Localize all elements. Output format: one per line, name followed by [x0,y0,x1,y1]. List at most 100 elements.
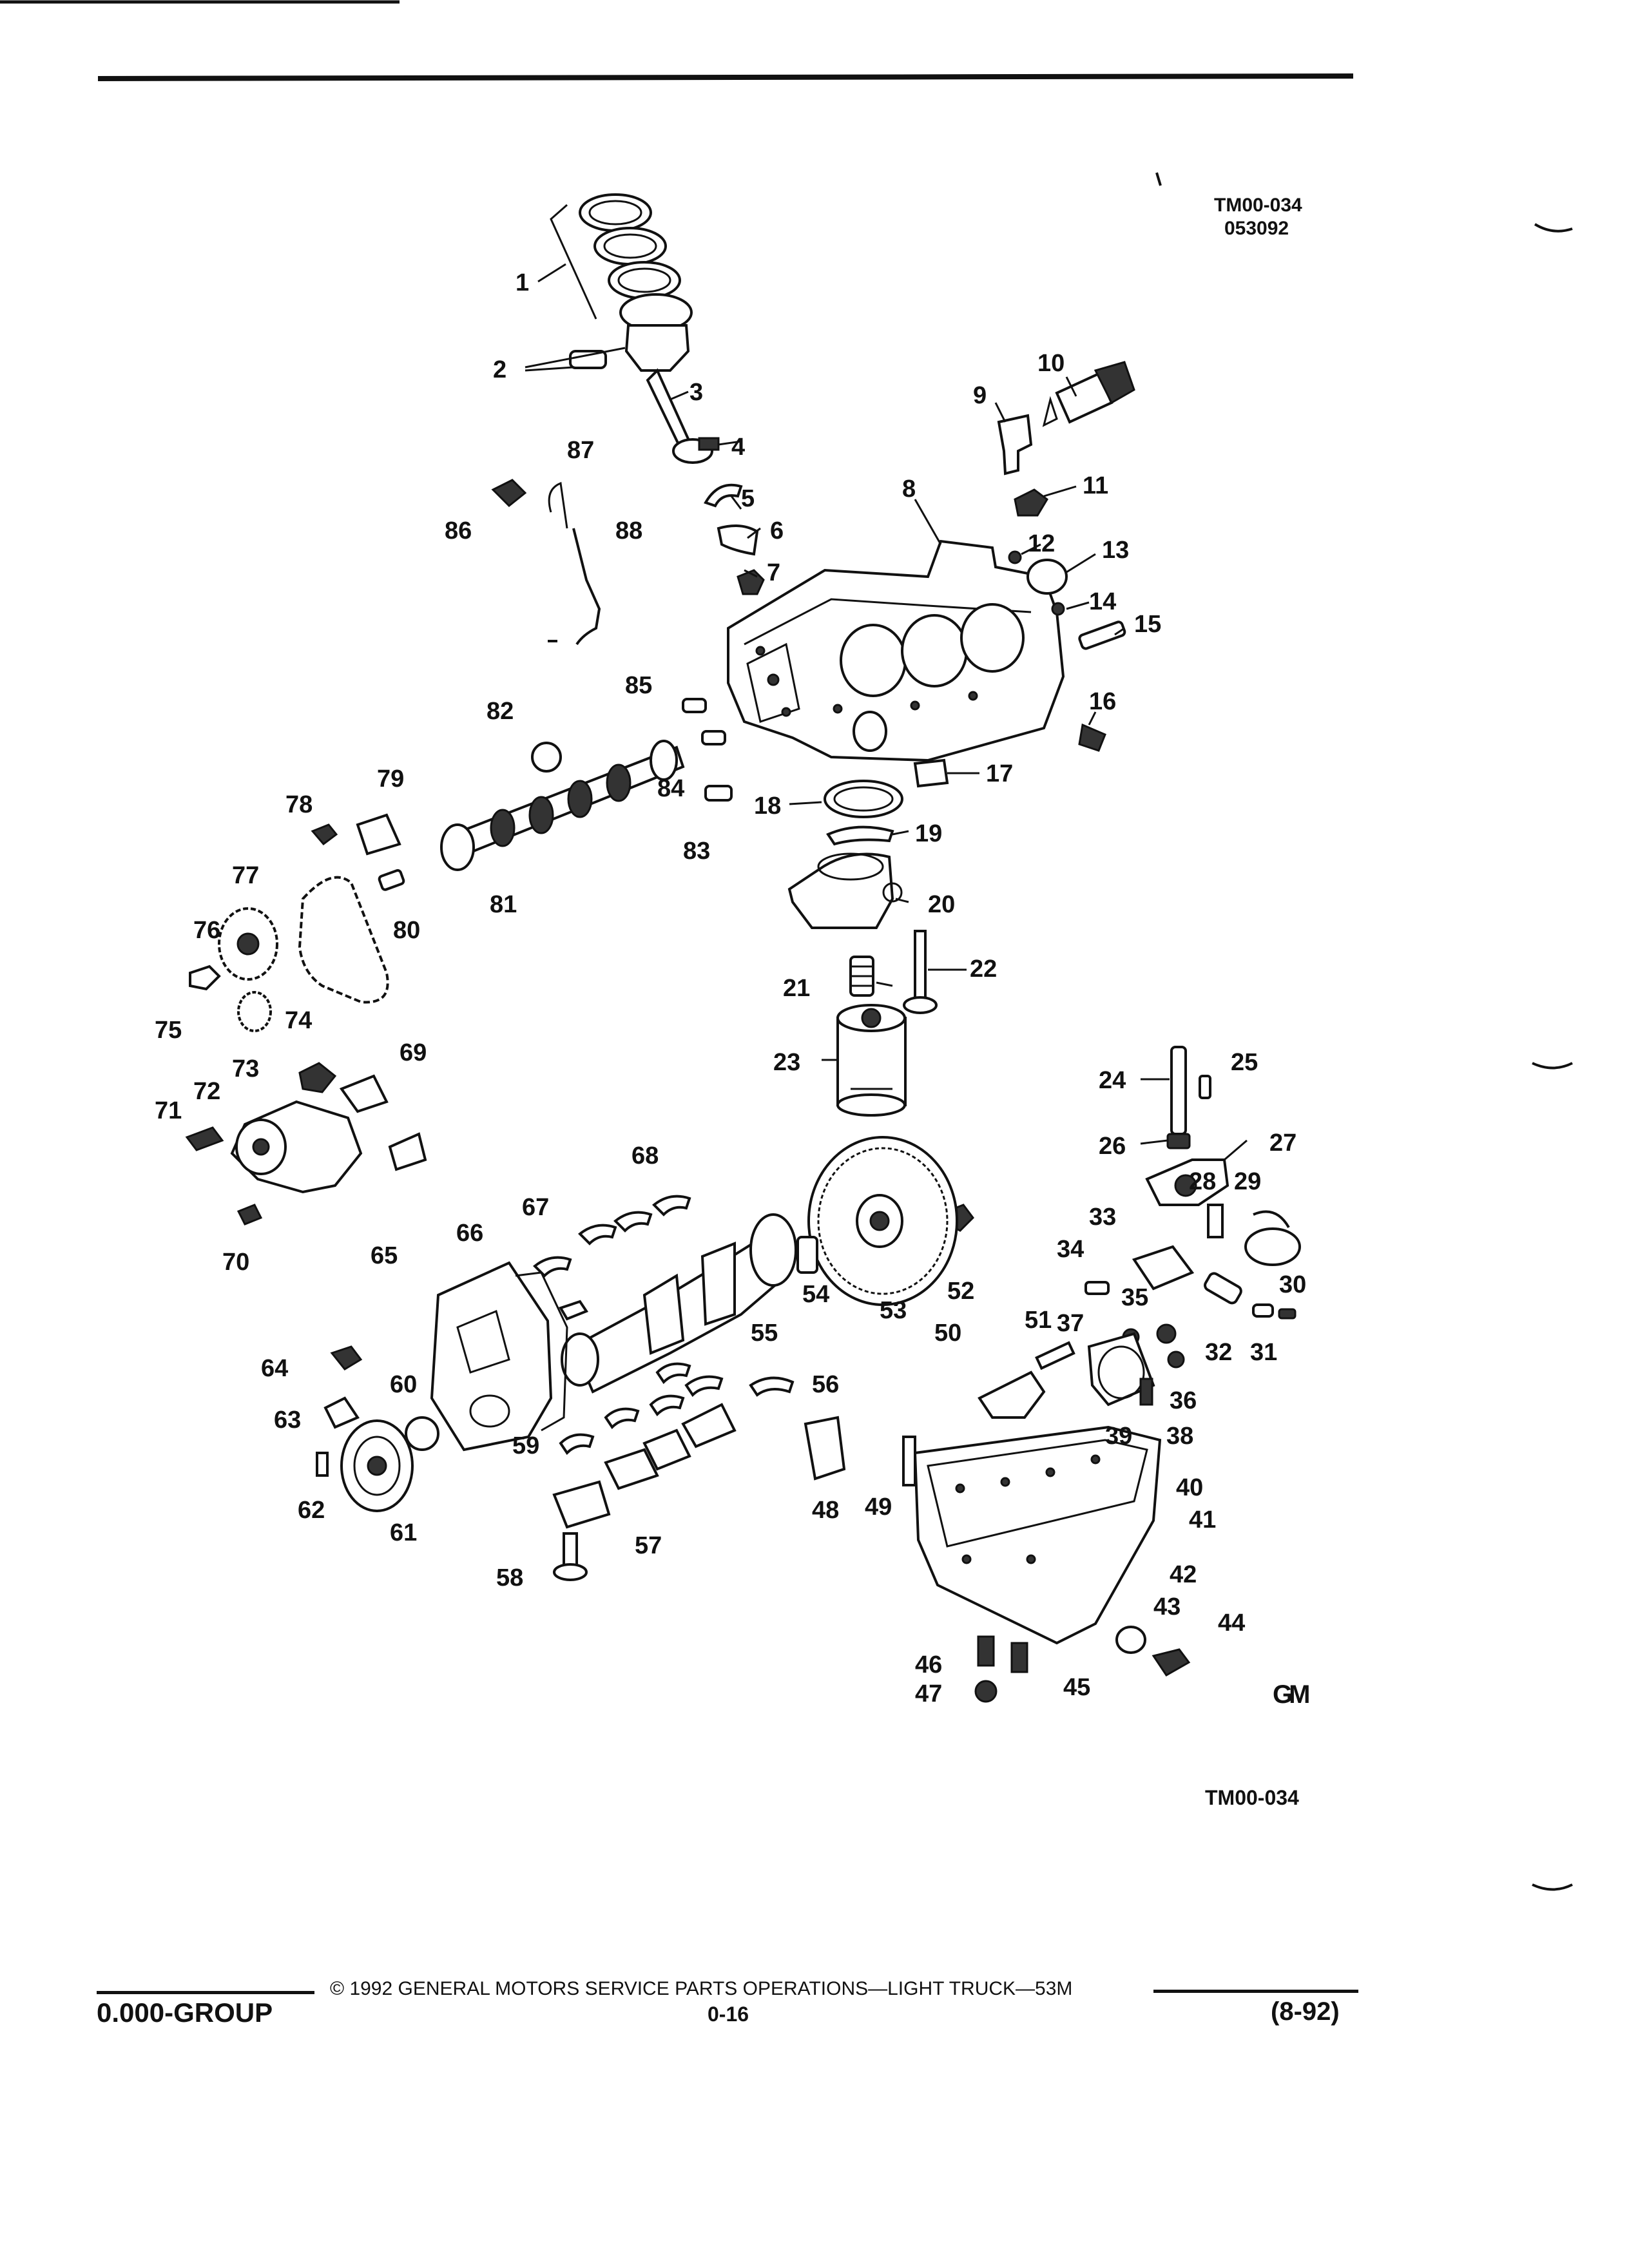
seal-retainer [1087,1332,1155,1407]
callout-26: 26 [1099,1133,1126,1160]
pump-gasket [339,1074,389,1113]
callout-16: 16 [1089,688,1117,715]
callout-2: 2 [493,356,507,383]
engine-block [727,539,1065,762]
callout-42: 42 [1170,1561,1197,1588]
dowel [701,730,726,745]
footer-rule-left [97,1991,314,1994]
callout-82: 82 [487,698,514,725]
callout-44: 44 [1218,1610,1246,1637]
oil-filter [836,1004,907,1117]
callout-57: 57 [635,1532,662,1559]
callout-62: 62 [298,1497,325,1524]
callout-51: 51 [1025,1307,1052,1334]
piston [569,324,690,372]
callout-46: 46 [915,1651,943,1678]
oil-pan [913,1425,1162,1645]
callout-23: 23 [773,1049,801,1076]
callout-53: 53 [880,1297,907,1324]
callout-29: 29 [1234,1168,1262,1195]
dowel-pin [796,1236,818,1274]
stud [1010,1642,1028,1673]
temp-sender [1014,488,1048,517]
header-rule [97,73,1354,81]
callout-34: 34 [1057,1236,1084,1263]
scan-mark [1155,172,1162,186]
footer-rule-right [1153,1990,1358,1993]
figure-date-code: 053092 [1224,218,1289,239]
footer-copyright: © 1992 GENERAL MOTORS SERVICE PARTS OPER… [330,1978,1073,1999]
callout-80: 80 [393,917,421,944]
bolt-head [1156,1323,1177,1344]
callout-84: 84 [657,775,685,802]
thrust-plate-bolt [311,823,338,846]
crank-sprocket [237,991,272,1032]
callout-73: 73 [232,1055,260,1082]
callout-33: 33 [1089,1204,1117,1231]
cup-plug [913,758,949,788]
cover-plate [978,1370,1046,1419]
callout-64: 64 [261,1355,289,1382]
balancer-bolt [330,1345,363,1370]
callout-56: 56 [812,1371,840,1398]
bolt-head [1167,1350,1185,1369]
retainer-bolt [1139,1378,1153,1406]
relief-spring [1204,1272,1242,1305]
stud-long [902,1436,916,1486]
pump-fitting [298,1062,337,1093]
dowel [1051,602,1065,616]
sprocket-bolt [189,965,221,991]
flywheel [807,1136,958,1306]
rear-seal-inner [833,786,894,812]
rod-bearing [578,1224,617,1245]
callout-60: 60 [390,1371,418,1398]
dowel-pin-small [1084,1281,1110,1295]
cam-plug [531,742,562,773]
footer-revision: (8-92) [1271,1997,1340,2026]
callout-15: 15 [1134,611,1162,638]
callout-32: 32 [1205,1339,1233,1366]
rod-bearing [652,1195,691,1216]
callout-9: 9 [973,382,987,409]
oil-pressure-sensor [997,414,1033,476]
relief-valve [1252,1303,1274,1318]
pump-driveshaft [1170,1046,1187,1135]
timing-cover-gasket [515,1271,568,1432]
callout-63: 63 [274,1407,302,1434]
pump-gasket [388,1132,427,1171]
callout-54: 54 [802,1281,830,1308]
callout-59: 59 [512,1432,540,1459]
cam-dowel [378,869,405,891]
callout-88: 88 [615,517,643,544]
callout-39: 39 [1105,1423,1133,1450]
pump-bolt [236,1204,263,1225]
callout-22: 22 [970,956,998,983]
callout-21: 21 [783,975,811,1002]
key [316,1452,329,1477]
figure-id-top: TM00-034 [1214,195,1302,216]
bypass-valve [849,956,874,997]
callout-86: 86 [445,517,472,544]
callout-47: 47 [915,1680,943,1707]
gasket [826,825,894,846]
harmonic-balancer [340,1419,414,1512]
roll-pin [1199,1075,1211,1099]
crankshaft [561,1213,797,1394]
callout-8: 8 [902,476,916,503]
scan-mark [1532,1883,1573,1891]
dipstick-tube [572,528,601,646]
callout-30: 30 [1279,1271,1307,1298]
figure-id-bottom: TM00-034 [1205,1786,1299,1809]
callout-35: 35 [1121,1284,1149,1311]
mount-bracket [804,1416,846,1481]
pump-bolt [1207,1204,1224,1238]
callout-24: 24 [1099,1067,1126,1094]
callout-52: 52 [947,1278,975,1305]
callout-5: 5 [741,485,755,512]
thrust-plate [356,813,401,856]
water-pump [230,1100,363,1194]
washer [1115,1626,1146,1654]
callout-38: 38 [1166,1423,1194,1450]
callout-6: 6 [770,517,784,544]
